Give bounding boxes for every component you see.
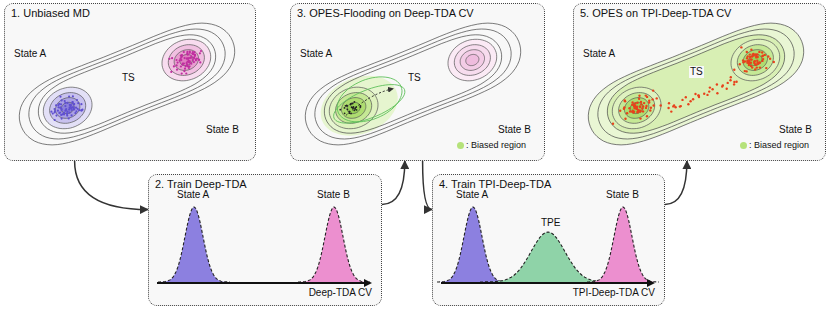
flow-arrow (665, 161, 687, 204)
region-label: TS (689, 66, 704, 78)
region-label: State A (455, 189, 489, 201)
region-label: State B (497, 124, 532, 136)
step-panel: 3. OPES-Flooding on Deep-TDA CV State A TS… (290, 3, 545, 161)
step-panel: 2. Train Deep-TDAState AState BDeep-TDA … (148, 174, 382, 306)
flow-arrow (423, 161, 432, 210)
region-label: Deep-TDA CV (308, 287, 373, 299)
legend-text: : Biased region (749, 140, 809, 151)
legend-swatch (740, 142, 747, 149)
step-panel: 5. OPES on TPI-Deep-TDA CV State A TS State… (573, 3, 826, 161)
region-label: TS (121, 72, 136, 84)
step-heading: 1. Unbiased MD (11, 7, 90, 20)
region-label: TPI-Deep-TDA CV (572, 287, 656, 299)
region-label: TS (407, 72, 422, 84)
region-label: State A (582, 48, 616, 60)
region-label: TPE (540, 217, 561, 229)
legend-row: : Biased region (740, 140, 809, 151)
step-heading: 3. OPES-Flooding on Deep-TDA CV (297, 7, 474, 20)
step-panel: 4. Train TPI-Deep-TDAState ATPEState BTP… (432, 174, 665, 306)
legend-text: : Biased region (466, 140, 526, 151)
flow-arrow (75, 161, 148, 210)
region-label: State A (13, 48, 47, 60)
step-heading: 5. OPES on TPI-Deep-TDA CV (580, 7, 731, 20)
region-label: State B (605, 189, 640, 201)
step-panel: 1. Unbiased MD State A TS State B (4, 3, 256, 161)
flow-arrow (382, 161, 405, 204)
region-label: State B (778, 124, 813, 136)
region-label: State A (299, 48, 333, 60)
region-label: State B (205, 124, 240, 136)
legend-row: : Biased region (457, 140, 526, 151)
region-label: State A (176, 189, 210, 201)
region-label: State B (316, 189, 351, 201)
legend-swatch (457, 142, 464, 149)
